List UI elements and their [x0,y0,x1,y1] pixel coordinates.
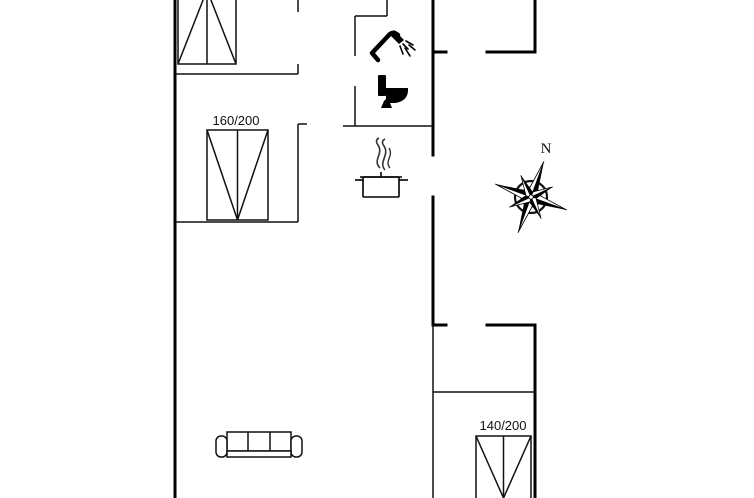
bed-sheet-fold [236,129,269,221]
upper-right-wall [485,0,537,54]
lower-right-wall [485,323,537,498]
cooking-pot-icon [355,137,408,198]
sofa-icon [215,431,303,458]
bed-sheet-fold [475,435,505,498]
bed-160-200: 160/200 [206,113,269,221]
bed-sheet-fold [206,129,239,221]
bed-sheet-fold [210,0,237,65]
bed-sheet-fold [502,435,532,498]
bed-size-label: 140/200 [480,418,527,433]
shower-icon [369,30,416,63]
compass-rose-icon: N [495,141,567,233]
exterior-walls [173,0,537,498]
bed-top-cropped [177,0,237,65]
toilet-icon [378,75,409,108]
bed-size-label: 160/200 [213,113,260,128]
bed-140-200: 140/200 [475,418,532,498]
bed-sheet-fold [177,0,204,65]
interior-walls [175,0,535,498]
compass-north-label: N [541,141,552,157]
